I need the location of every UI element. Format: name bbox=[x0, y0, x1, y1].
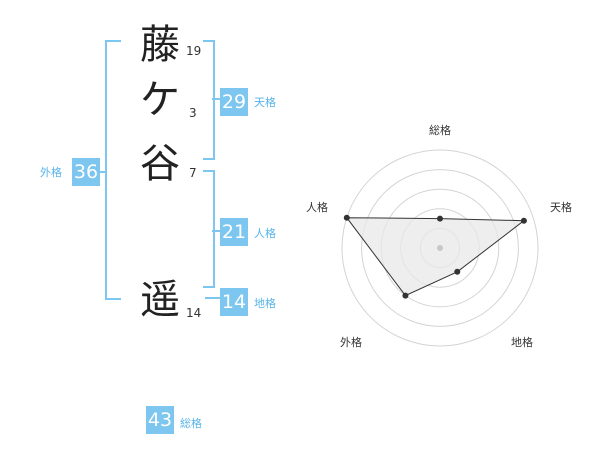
jinkaku-value: 21 bbox=[220, 218, 248, 246]
radar-label-chikaku: 地格 bbox=[511, 335, 533, 349]
tenkaku-label: 天格 bbox=[254, 96, 276, 109]
radar-point bbox=[343, 214, 350, 221]
tenkaku-connector bbox=[212, 98, 222, 100]
radar-ring bbox=[341, 149, 539, 347]
jinkaku-connector bbox=[212, 230, 222, 232]
stroke-count-4: 14 bbox=[186, 306, 202, 320]
radar-polygon bbox=[345, 217, 526, 297]
tenkaku-bracket bbox=[203, 40, 215, 160]
name-char-3: 谷 bbox=[140, 141, 180, 187]
radar-label-jinkaku: 人格 bbox=[306, 200, 328, 214]
radar-label-tenkaku: 天格 bbox=[550, 200, 572, 214]
gaikaku-label: 外格 bbox=[40, 166, 62, 179]
name-char-2: ケ bbox=[140, 77, 180, 123]
radar-center bbox=[437, 245, 443, 251]
tenkaku-value: 29 bbox=[220, 88, 248, 116]
stroke-count-2: 3 bbox=[189, 106, 197, 120]
jinkaku-label: 人格 bbox=[254, 227, 276, 240]
jinkaku-bracket bbox=[203, 170, 215, 288]
soukaku-value: 43 bbox=[146, 406, 174, 434]
radar-point bbox=[454, 268, 461, 275]
stroke-count-1: 19 bbox=[186, 44, 202, 58]
stroke-count-3: 7 bbox=[189, 166, 197, 180]
name-char-4: 遥 bbox=[140, 277, 180, 323]
name-char-1: 藤 bbox=[140, 22, 180, 68]
gaikaku-bracket bbox=[105, 40, 121, 300]
radar-point bbox=[520, 217, 527, 224]
radar-point bbox=[437, 215, 443, 222]
gaikaku-connector bbox=[97, 171, 106, 173]
gaikaku-value: 36 bbox=[72, 158, 100, 186]
radar-point bbox=[402, 292, 409, 299]
chikaku-label: 地格 bbox=[254, 297, 276, 310]
radar-ring bbox=[361, 169, 519, 327]
radar-label-gaikaku: 外格 bbox=[340, 335, 362, 349]
radar-label-soukaku: 総格 bbox=[429, 123, 451, 137]
chikaku-connector bbox=[205, 297, 222, 299]
chikaku-value: 14 bbox=[220, 288, 248, 316]
soukaku-label: 総格 bbox=[180, 417, 202, 430]
